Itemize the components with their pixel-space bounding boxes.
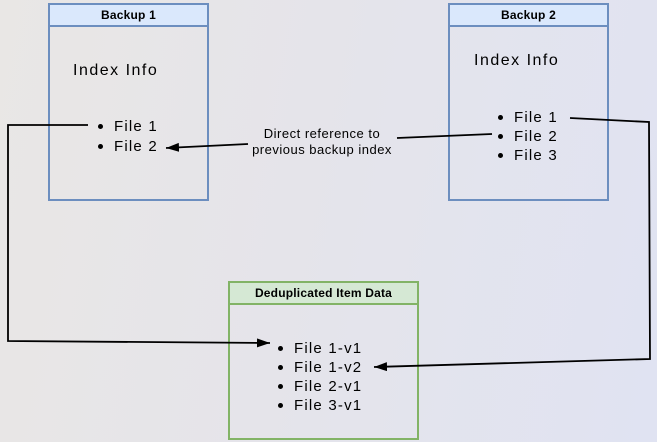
bullet-icon [98,123,103,129]
annotation-line2: previous backup index [252,142,392,157]
arrow-backup1-file1-to-dedup [7,124,271,348]
list-item: File 2 [98,136,158,156]
dedup-box: Deduplicated Item Data [228,281,419,440]
bullet-icon [278,403,283,408]
file-label: File 1-v2 [294,359,363,376]
backup1-file-list: File 1 File 2 [98,116,158,156]
backup1-box: Backup 1 [48,3,209,201]
bullet-icon [498,153,503,158]
annotation-line1: Direct reference to [263,126,381,141]
backup2-file-list: File 1 File 2 File 3 [498,108,558,165]
list-item: File 3-v1 [278,396,362,415]
backup2-box: Backup 2 [448,3,609,201]
dedup-title: Deduplicated Item Data [230,283,417,305]
file-label: File 2 [514,128,558,145]
backup1-title: Backup 1 [50,5,207,27]
bullet-icon [498,134,503,139]
file-label: File 3 [514,147,558,164]
file-label: File 2-v1 [294,378,363,395]
file-label: File 1 [514,109,558,126]
arrow-reference-left-segment [165,142,249,152]
bullet-icon [278,346,283,351]
backup2-index-info-label: Index Info [474,52,560,69]
backup1-index-info-label: Index Info [73,62,159,79]
list-item: File 1 [498,108,558,127]
list-item: File 1-v1 [278,339,362,358]
file-label: File 1-v1 [294,340,363,357]
arrow-reference-right-segment [396,133,493,139]
file-label: File 3-v1 [294,397,363,414]
arrow-backup2-file1-to-dedup [373,117,651,372]
list-item: File 1-v2 [278,358,362,377]
list-item: File 1 [98,116,158,136]
list-item: File 2 [498,127,558,146]
bullet-icon [278,384,283,389]
annotation-label: Direct reference to previous backup inde… [231,126,413,158]
list-item: File 2-v1 [278,377,362,396]
list-item: File 3 [498,146,558,165]
dedup-item-list: File 1-v1 File 1-v2 File 2-v1 File 3-v1 [278,339,362,415]
bullet-icon [98,143,103,149]
backup2-title: Backup 2 [450,5,607,27]
file-label: File 2 [114,137,158,155]
bullet-icon [278,365,283,370]
file-label: File 1 [114,117,158,135]
bullet-icon [498,115,503,120]
